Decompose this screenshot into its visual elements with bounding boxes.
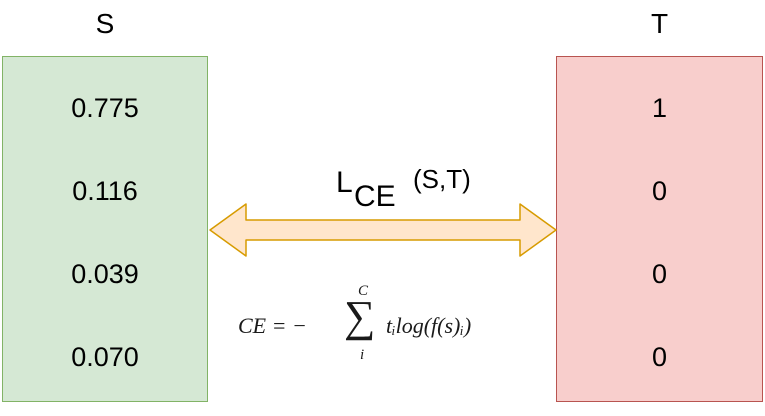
sum-upper-limit: C xyxy=(358,283,369,299)
student-title: S xyxy=(95,8,115,39)
teacher-value-3: 0 xyxy=(651,259,668,289)
formula-lhs: CE = − xyxy=(238,313,307,338)
teacher-value-4: 0 xyxy=(651,342,668,372)
student-value-2: 0.116 xyxy=(72,176,138,206)
loss-arguments: (S,T) xyxy=(413,164,471,194)
sum-lower-limit: i xyxy=(360,347,365,363)
cross-entropy-formula: CE = − C ∑ i tᵢlog(f(s)ᵢ) xyxy=(236,283,536,375)
student-value-3: 0.039 xyxy=(71,259,139,289)
student-value-1: 0.775 xyxy=(71,93,139,123)
teacher-value-2: 0 xyxy=(651,176,668,206)
teacher-value-1: 1 xyxy=(651,93,668,123)
loss-subscript: CE xyxy=(354,180,396,213)
teacher-distribution-box: 1 0 0 0 xyxy=(556,56,763,402)
student-distribution-box: 0.775 0.116 0.039 0.070 xyxy=(2,56,208,402)
student-value-4: 0.070 xyxy=(71,342,139,372)
formula-rhs: tᵢlog(f(s)ᵢ) xyxy=(386,313,472,338)
loss-label: L CE (S,T) xyxy=(332,160,502,216)
teacher-title: T xyxy=(650,8,669,39)
loss-symbol: L xyxy=(336,166,353,199)
summation-symbol: ∑ xyxy=(344,292,376,341)
